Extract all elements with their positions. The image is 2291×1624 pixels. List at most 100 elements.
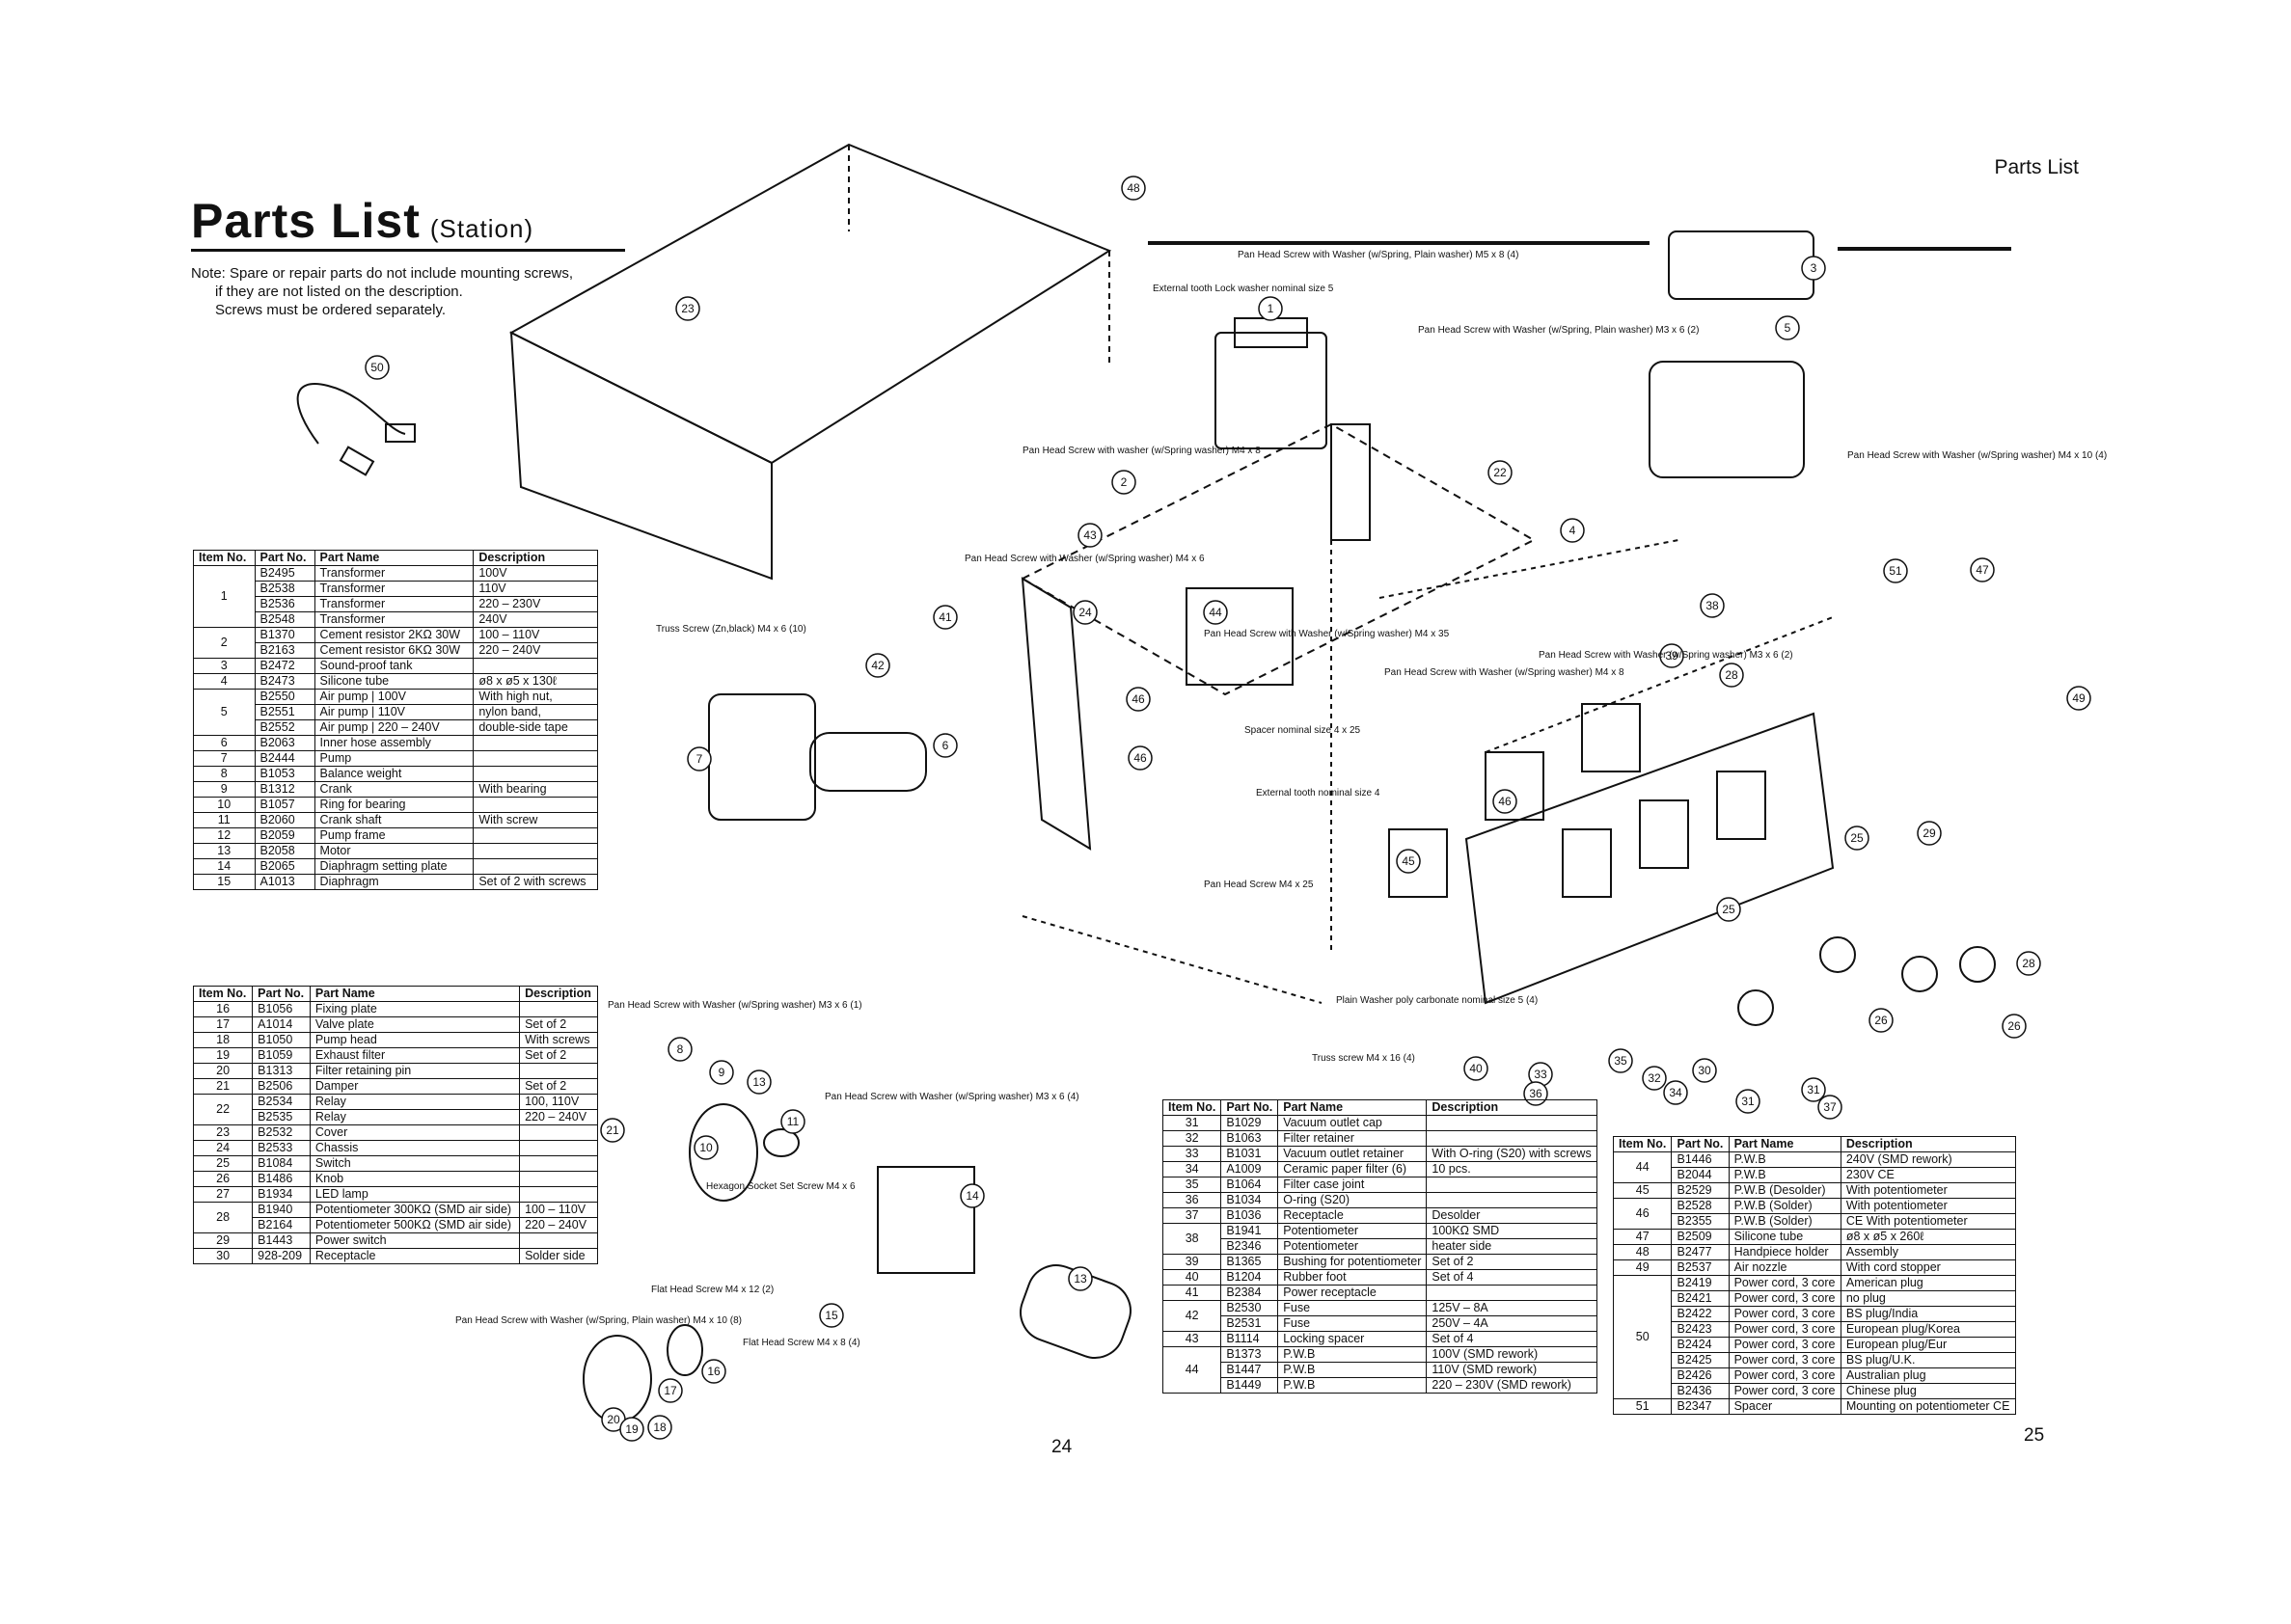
cell-desc: American plug bbox=[1840, 1275, 2017, 1291]
label-pan-m5: Pan Head Screw with Washer (w/Spring, Pl… bbox=[1238, 250, 1518, 260]
callout-24: 24 bbox=[1078, 606, 1092, 619]
cell-name: Rubber foot bbox=[1277, 1269, 1428, 1286]
cell-part: B1031 bbox=[1220, 1146, 1279, 1162]
cover-top-face bbox=[508, 143, 1112, 465]
cell-desc: Desolder bbox=[1426, 1207, 1597, 1224]
callout-44: 44 bbox=[1209, 606, 1222, 619]
page-title: Parts List(Station) bbox=[191, 193, 533, 249]
cell-name: P.W.B bbox=[1728, 1151, 1841, 1168]
callout-17: 17 bbox=[664, 1384, 677, 1397]
cell-item: 42 bbox=[1161, 1300, 1222, 1332]
cell-desc bbox=[1426, 1130, 1597, 1147]
parts-table-2: Item No. Part No. Part Name Description … bbox=[192, 986, 598, 1264]
cell-name: Locking spacer bbox=[1277, 1331, 1428, 1347]
cell-desc: 125V – 8A bbox=[1426, 1300, 1597, 1316]
label-truss-m4x16: Truss screw M4 x 16 (4) bbox=[1312, 1053, 1415, 1064]
cell-name: Power cord, 3 core bbox=[1728, 1367, 1841, 1384]
cell-name: Crank bbox=[314, 781, 475, 798]
cell-part: B2535 bbox=[252, 1109, 311, 1125]
callout-23: 23 bbox=[681, 302, 695, 315]
cover-side-face bbox=[509, 331, 773, 581]
cell-item: 1 bbox=[193, 565, 256, 628]
callout-4: 4 bbox=[1569, 524, 1576, 537]
cell-name: Fuse bbox=[1277, 1300, 1428, 1316]
cell-name: Valve plate bbox=[309, 1016, 521, 1033]
col-desc: Description bbox=[473, 550, 598, 566]
cell-part: B2537 bbox=[1671, 1259, 1730, 1276]
cell-part: B2063 bbox=[254, 735, 315, 751]
callout-1: 1 bbox=[1268, 302, 1274, 315]
cell-name: Vacuum outlet cap bbox=[1277, 1115, 1428, 1131]
cell-part: B2347 bbox=[1671, 1398, 1730, 1415]
col-part: Part No. bbox=[254, 550, 315, 566]
callout-15: 15 bbox=[825, 1309, 838, 1322]
cell-name: Potentiometer bbox=[1277, 1238, 1428, 1255]
cell-name: Relay bbox=[309, 1109, 521, 1125]
cell-part: B1063 bbox=[1220, 1130, 1279, 1147]
cell-name: Pump frame bbox=[314, 827, 475, 844]
page-number-right: 25 bbox=[2024, 1425, 2045, 1446]
cell-part: B1204 bbox=[1220, 1269, 1279, 1286]
cell-desc: 220 – 230V bbox=[473, 596, 598, 612]
cell-desc: 220 – 240V bbox=[519, 1217, 598, 1233]
cell-desc bbox=[473, 827, 598, 844]
cell-part: B1064 bbox=[1220, 1177, 1279, 1193]
cell-name: Switch bbox=[309, 1155, 521, 1172]
cell-part: B2536 bbox=[254, 596, 315, 612]
cell-name: P.W.B bbox=[1277, 1377, 1428, 1394]
label-plain-washer: Plain Washer poly carbonate nominal size… bbox=[1336, 995, 1538, 1006]
cell-item: 44 bbox=[1161, 1346, 1222, 1394]
callout-5: 5 bbox=[1785, 321, 1791, 335]
cell-desc: Set of 2 bbox=[519, 1078, 598, 1095]
cell-part: B2436 bbox=[1671, 1383, 1730, 1399]
transformer-shape bbox=[1214, 332, 1327, 449]
callout-46a: 46 bbox=[1498, 795, 1512, 808]
col-name: Part Name bbox=[309, 986, 521, 1002]
cell-desc: With bearing bbox=[473, 781, 598, 798]
cell-part: B1053 bbox=[254, 766, 315, 782]
label-pan-m4x25: Pan Head Screw M4 x 25 bbox=[1204, 880, 1314, 890]
cell-desc bbox=[519, 1140, 598, 1156]
cell-name: Power cord, 3 core bbox=[1728, 1275, 1841, 1291]
cell-part: B2477 bbox=[1671, 1244, 1730, 1260]
cell-part: B1934 bbox=[252, 1186, 311, 1203]
parts-table-3: Item No. Part No. Part Name Description … bbox=[1161, 1099, 1597, 1394]
note-block: Note: Spare or repair parts do not inclu… bbox=[191, 264, 573, 319]
cell-item: 32 bbox=[1161, 1130, 1222, 1147]
cell-item: 40 bbox=[1161, 1269, 1222, 1286]
cell-item: 41 bbox=[1161, 1285, 1222, 1301]
cell-desc: 220 – 240V bbox=[519, 1109, 598, 1125]
cell-name: Silicone tube bbox=[314, 673, 475, 690]
callout-46: 46 bbox=[1132, 692, 1145, 706]
col-item: Item No. bbox=[1612, 1136, 1673, 1152]
cell-desc bbox=[473, 766, 598, 782]
cell-item: 31 bbox=[1161, 1115, 1222, 1131]
cell-part: B1057 bbox=[254, 797, 315, 813]
cell-desc: 100V bbox=[473, 565, 598, 582]
cell-part: B2163 bbox=[254, 642, 315, 659]
cell-desc: Set of 4 bbox=[1426, 1331, 1597, 1347]
cell-name: Inner hose assembly bbox=[314, 735, 475, 751]
callout-43: 43 bbox=[1083, 528, 1097, 542]
cell-part: B1940 bbox=[252, 1202, 311, 1218]
header-rule-right bbox=[1838, 247, 2011, 251]
cell-name: Cover bbox=[309, 1124, 521, 1141]
cell-desc bbox=[519, 1001, 598, 1017]
cell-part: B1056 bbox=[252, 1001, 311, 1017]
cell-item: 43 bbox=[1161, 1331, 1222, 1347]
callout-32: 32 bbox=[1648, 1071, 1661, 1085]
cell-name: Power receptacle bbox=[1277, 1285, 1428, 1301]
